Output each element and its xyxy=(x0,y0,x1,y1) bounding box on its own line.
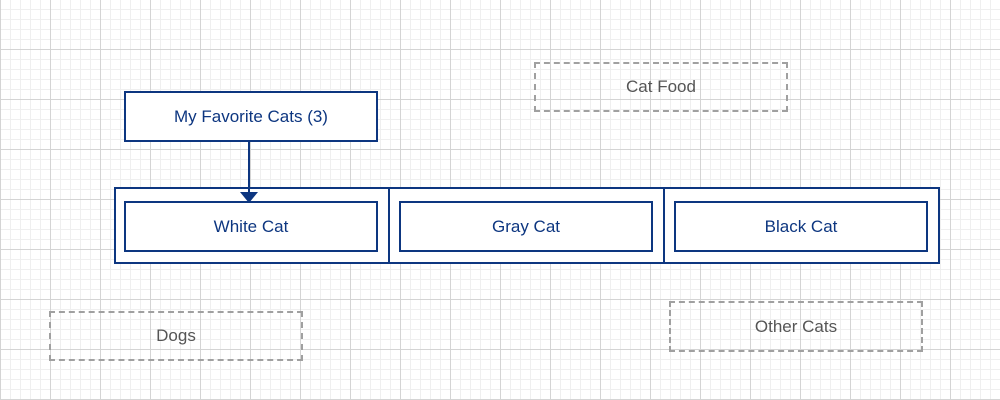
white-cat-label: White Cat xyxy=(213,216,289,236)
gray-cat-label: Gray Cat xyxy=(491,216,561,236)
black-cat-node[interactable]: Black Cat xyxy=(674,201,928,252)
other-cats-label: Other Cats xyxy=(754,316,838,336)
black-cat-label: Black Cat xyxy=(764,216,838,236)
dogs-node[interactable]: Dogs xyxy=(49,311,303,361)
dogs-label: Dogs xyxy=(156,326,196,345)
cat-food-label: Cat Food xyxy=(626,77,696,96)
other-cats-node[interactable]: Other Cats xyxy=(669,301,923,352)
gray-cat-node[interactable]: Gray Cat xyxy=(399,201,653,252)
white-cat-node[interactable]: White Cat xyxy=(124,201,378,252)
favorite-cats-label: My Favorite Cats (3) xyxy=(174,106,328,126)
favorite-cats-node[interactable]: My Favorite Cats (3) xyxy=(124,91,378,142)
cat-food-node[interactable]: Cat Food xyxy=(534,62,788,112)
